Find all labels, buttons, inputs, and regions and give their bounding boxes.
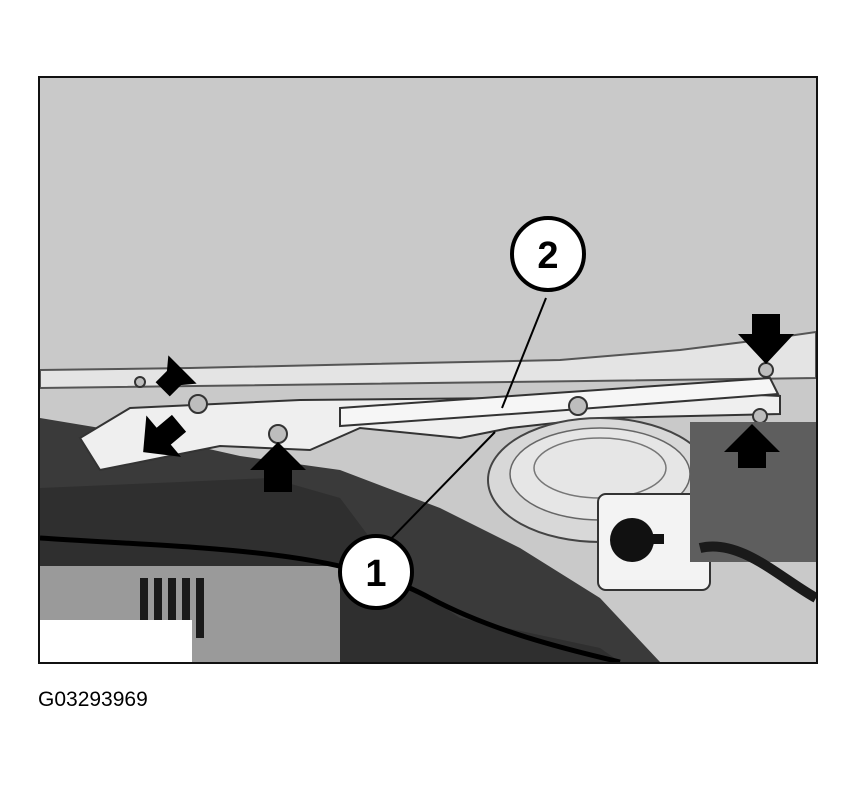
callout-1: 1 <box>338 534 414 610</box>
arrow-marker <box>738 314 794 364</box>
leader-line-2 <box>501 297 547 409</box>
arrow-marker <box>724 424 780 468</box>
white-corner-patch <box>40 620 192 662</box>
svg-text:2: 2 <box>537 235 558 277</box>
svg-text:1: 1 <box>365 553 386 595</box>
cowl-panel-edge <box>40 330 816 390</box>
arrow-marker <box>250 442 306 492</box>
hose <box>698 541 816 603</box>
brake-fluid-reservoir <box>597 493 711 591</box>
arrow-marker <box>155 355 197 397</box>
figure-code: G03293969 <box>38 688 148 711</box>
callout-2: 2 <box>510 216 586 292</box>
diagram-illustration: 2 1 <box>40 78 816 662</box>
bolts <box>134 362 774 444</box>
strut <box>339 376 780 428</box>
installation-diagram: 2 1 <box>38 76 818 664</box>
arrow-marker <box>143 414 187 457</box>
engine-ribs <box>140 578 204 638</box>
leader-line-1 <box>385 431 496 545</box>
